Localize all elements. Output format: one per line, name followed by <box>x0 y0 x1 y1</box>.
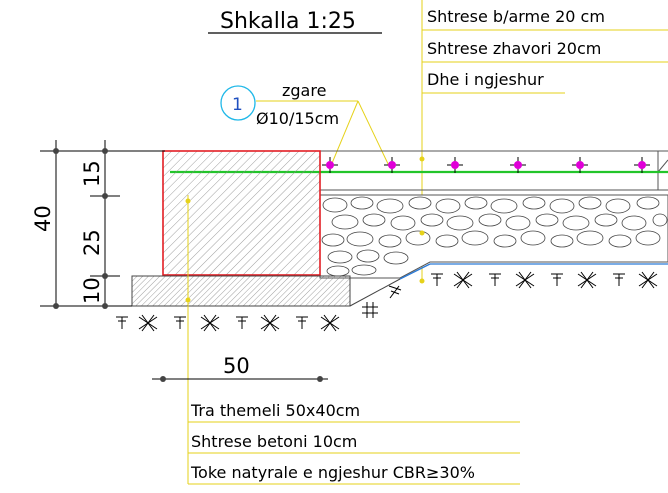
leader-dot <box>185 198 191 204</box>
label-foundation-beam: Tra themeli 50x40cm <box>190 401 360 420</box>
soil-slope <box>399 263 431 280</box>
dim-middle-part: 25 <box>80 229 104 256</box>
base-slope <box>349 278 401 307</box>
rebar-markers <box>322 157 650 173</box>
callout-number: 1 <box>232 95 243 115</box>
leader-line <box>357 100 391 169</box>
layer-label-slab: Shtrese b/arme 20 cm <box>427 7 605 26</box>
label-natural-soil: Toke natyrale e ngjeshur CBR≥30% <box>190 463 475 482</box>
leader-line <box>329 100 359 169</box>
label-concrete-layer: Shtrese betoni 10cm <box>191 432 357 451</box>
dimension-dots <box>53 148 108 309</box>
dimension-dot <box>160 376 166 382</box>
layer-label-soil: Dhe i ngjeshur <box>427 70 544 89</box>
leader-dot <box>419 156 425 162</box>
foundation-beam <box>162 150 321 276</box>
leader-dot <box>419 278 425 284</box>
dim-width: 50 <box>223 354 250 378</box>
callout-circle <box>220 85 256 121</box>
dim-top-part: 15 <box>80 160 104 187</box>
leader-dot <box>185 297 191 303</box>
rebar-label-spacing: Ø10/15cm <box>256 109 339 128</box>
dim-total-height: 40 <box>31 205 55 232</box>
dimension-dot <box>317 376 323 382</box>
leader-dot <box>419 230 425 236</box>
dim-base-part: 10 <box>80 277 104 304</box>
scale-title: Shkalla 1:25 <box>220 9 356 34</box>
gravel-layer <box>319 194 668 279</box>
slab-break <box>657 159 668 173</box>
concrete-base <box>131 275 351 307</box>
rebar-label-name: zgare <box>282 81 326 100</box>
layer-label-gravel: Shtrese zhavori 20cm <box>427 39 601 58</box>
earth-symbols <box>116 271 658 332</box>
